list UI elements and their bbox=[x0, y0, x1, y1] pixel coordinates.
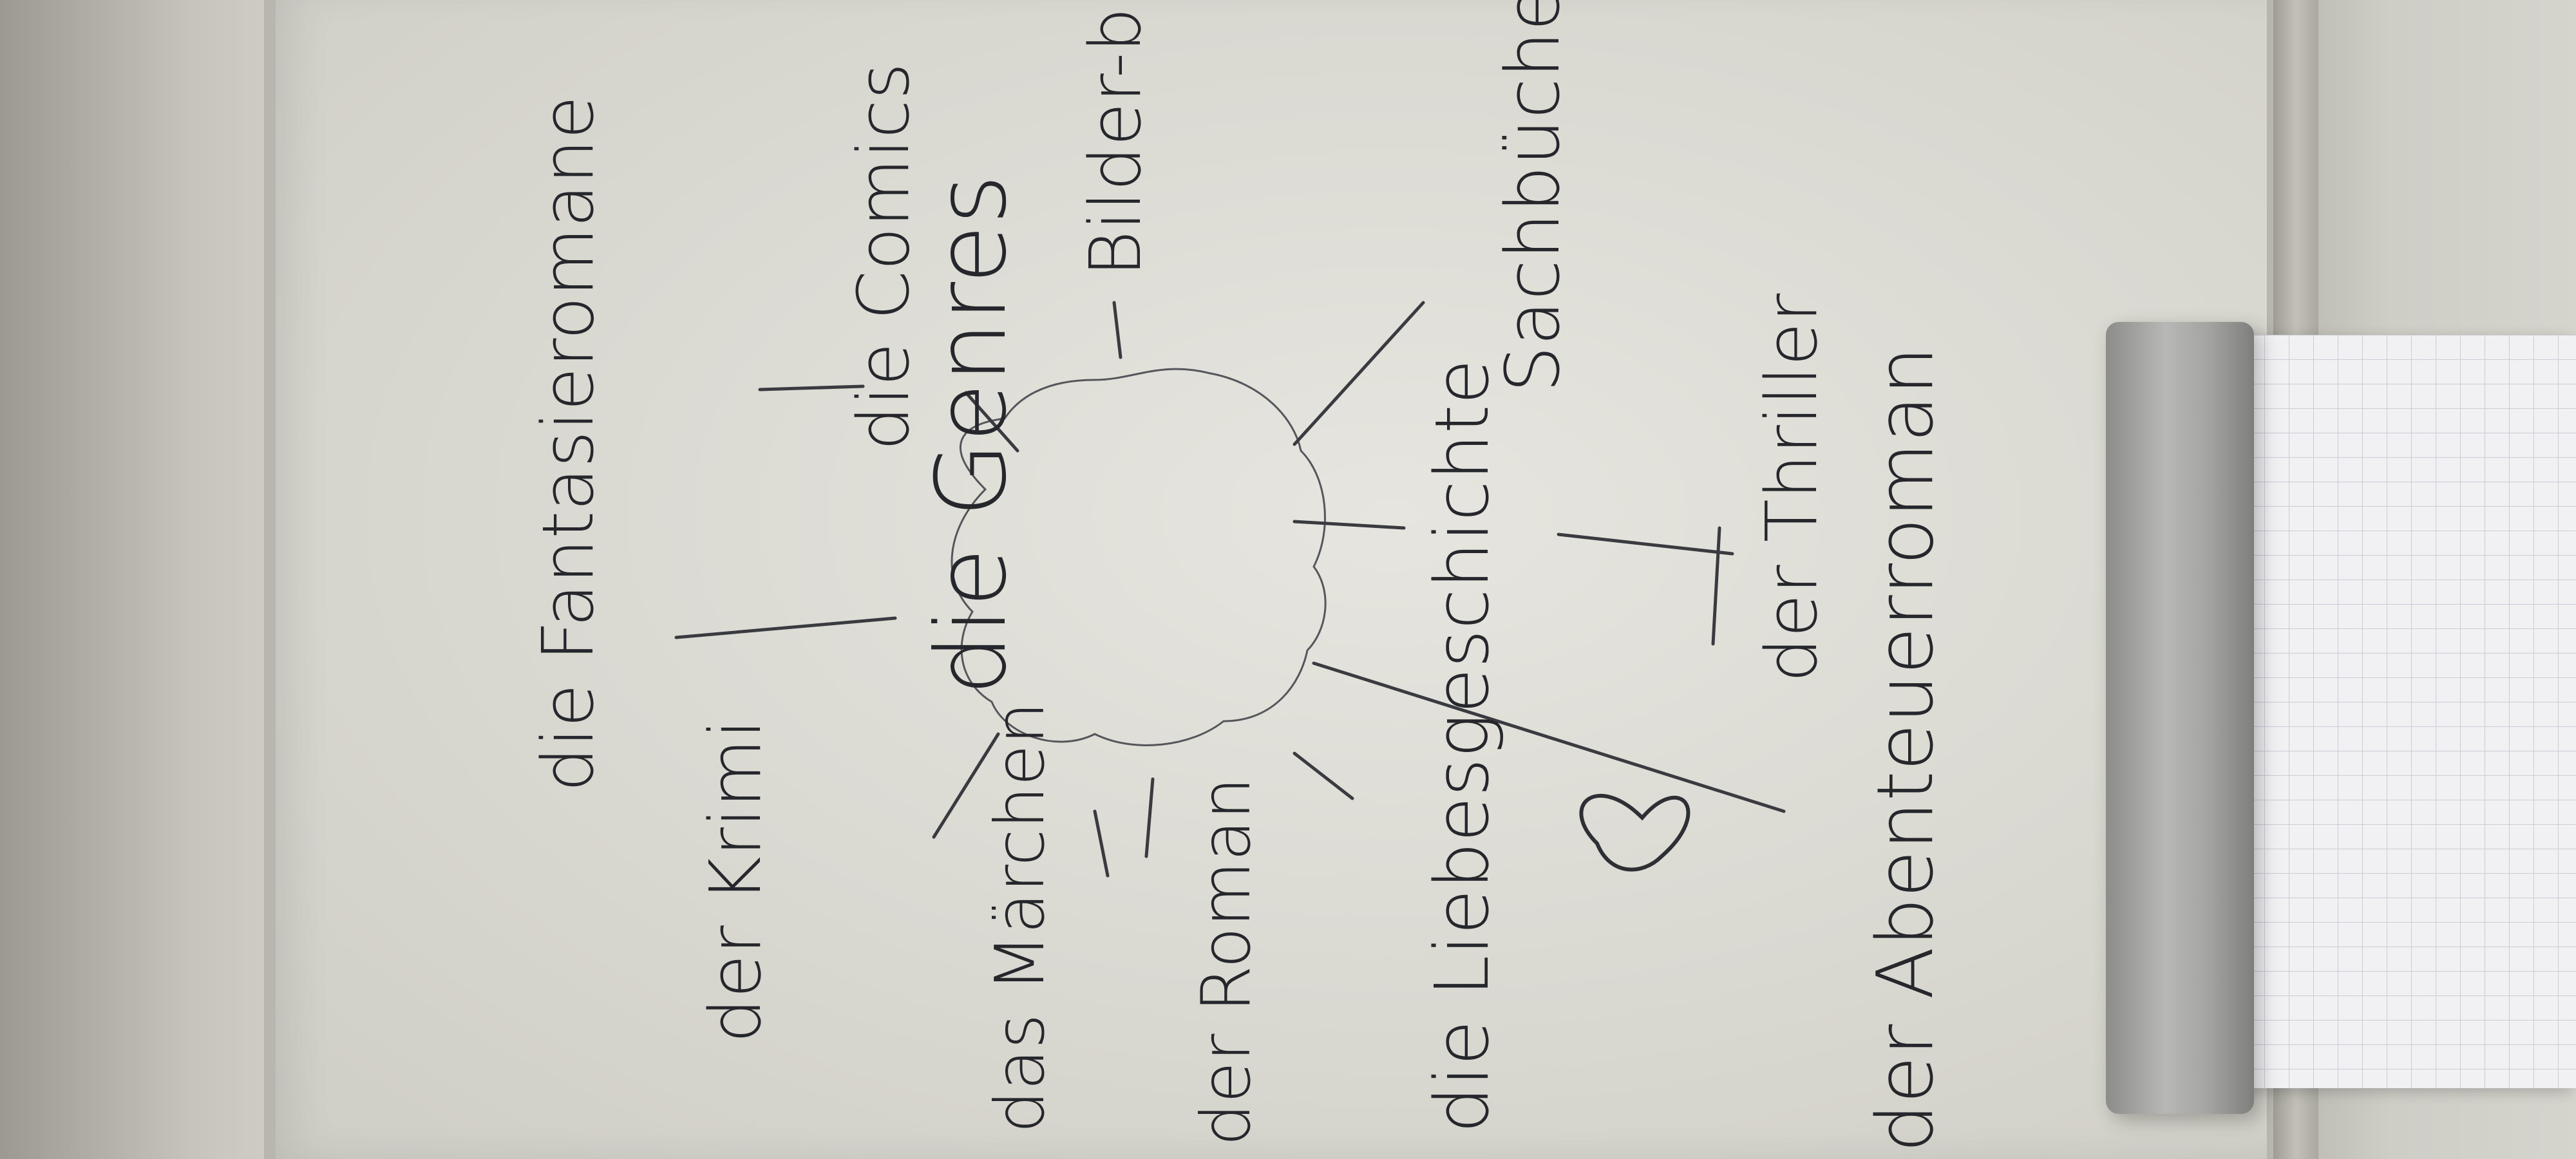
word-picture-books: Bilder-bücher bbox=[1074, 0, 1157, 277]
spoke-thriller-b bbox=[1711, 526, 1721, 646]
spoke-fantasy bbox=[674, 616, 897, 639]
marker-tray bbox=[2106, 322, 2254, 1114]
word-love-story: die Liebesgeschichte bbox=[1419, 359, 1506, 1133]
heart-doodle bbox=[1579, 793, 1690, 872]
spoke-thriller-a bbox=[1557, 532, 1734, 556]
center-cloud bbox=[951, 368, 1327, 746]
mind-map-spokes bbox=[674, 301, 1786, 878]
wall-left bbox=[0, 0, 277, 1159]
word-comics: die Comics bbox=[842, 62, 925, 451]
spoke-roman-b bbox=[1093, 809, 1110, 878]
spoke-maerchen bbox=[932, 732, 1000, 839]
spoke-comics-inner bbox=[964, 391, 1019, 453]
spoke-liebe bbox=[1293, 751, 1354, 800]
word-fantasy: die Fantasieromane bbox=[527, 96, 609, 792]
word-crime: der Krimi bbox=[694, 719, 777, 1043]
spoke-bilder bbox=[1112, 301, 1122, 359]
spoke-short-right bbox=[1293, 520, 1406, 530]
center-label-group: die Genres bbox=[916, 174, 1028, 695]
word-adventure: der Abenteuerroman bbox=[1861, 346, 1951, 1153]
spoke-sachbuecher bbox=[1293, 301, 1425, 446]
word-novel: der Roman bbox=[1187, 777, 1265, 1146]
word-nonfiction: Sachbücher bbox=[1490, 0, 1577, 393]
spoke-abenteuer bbox=[1312, 661, 1786, 813]
word-fairy-tale: das Märchen bbox=[981, 702, 1059, 1133]
word-thriller: der Thriller bbox=[1750, 293, 1833, 683]
center-label: die Genres bbox=[916, 174, 1028, 695]
flipchart-paper bbox=[2215, 335, 2576, 1088]
spoke-comics bbox=[758, 384, 865, 391]
spoke-roman bbox=[1144, 777, 1155, 858]
whiteboard bbox=[264, 0, 2304, 1159]
